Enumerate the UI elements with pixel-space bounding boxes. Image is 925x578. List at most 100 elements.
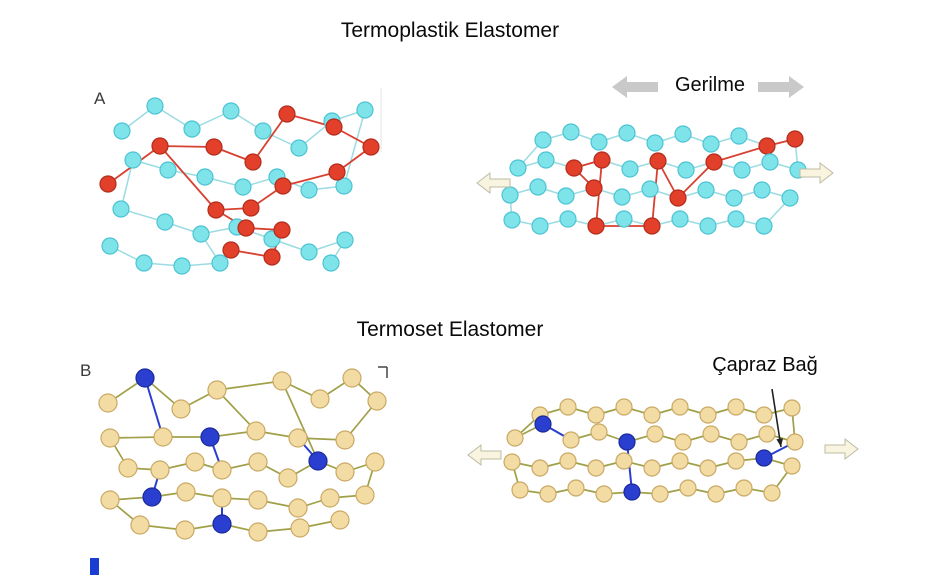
monomer-bead: [651, 485, 669, 503]
monomer-bead: [758, 425, 776, 443]
monomer-bead: [362, 138, 380, 156]
chain-link: [281, 380, 319, 462]
monomer-bead: [615, 210, 633, 228]
monomer-bead: [135, 368, 155, 388]
monomer-bead: [175, 520, 195, 540]
monomer-bead: [99, 175, 117, 193]
monomer-bead: [735, 479, 753, 497]
monomer-bead: [674, 125, 692, 143]
monomer-bead: [320, 488, 340, 508]
monomer-bead: [273, 221, 291, 239]
monomer-bead: [755, 217, 773, 235]
monomer-bead: [786, 433, 804, 451]
monomer-bead: [176, 482, 196, 502]
stretch-direction-arrow-icon: [612, 76, 658, 98]
monomer-bead: [534, 131, 552, 149]
monomer-bead: [671, 398, 689, 416]
monomer-bead: [173, 257, 191, 275]
monomer-bead: [100, 428, 120, 448]
monomer-bead: [727, 452, 745, 470]
monomer-bead: [755, 406, 773, 424]
thermoplastic-stretched-network: [501, 123, 807, 235]
monomer-bead: [753, 181, 771, 199]
monomer-bead: [356, 101, 374, 119]
monomer-bead: [781, 189, 799, 207]
crosslink-label: Çapraz Bağ: [712, 354, 818, 376]
monomer-bead: [587, 406, 605, 424]
monomer-bead: [593, 151, 611, 169]
monomer-bead: [212, 460, 232, 480]
monomer-bead: [207, 380, 227, 400]
chain-link: [144, 377, 164, 438]
monomer-bead: [618, 124, 636, 142]
chain-link: [159, 145, 215, 148]
monomer-bead: [342, 368, 362, 388]
monomer-bead: [242, 199, 260, 217]
monomer-bead: [151, 137, 169, 155]
monomer-bead: [263, 248, 281, 266]
monomer-bead: [758, 137, 776, 155]
monomer-bead: [649, 152, 667, 170]
monomer-bead: [153, 427, 173, 447]
stretch-label: Gerilme: [674, 74, 745, 96]
monomer-bead: [707, 485, 725, 503]
crosslink-pointer-head: [776, 438, 784, 447]
monomer-bead: [727, 398, 745, 416]
monomer-bead: [702, 135, 720, 153]
chain-link: [159, 145, 217, 211]
monomer-bead: [529, 178, 547, 196]
monomer-bead: [595, 485, 613, 503]
monomer-bead: [534, 415, 552, 433]
monomer-bead: [330, 510, 350, 530]
monomer-bead: [100, 490, 120, 510]
monomer-bead: [98, 393, 118, 413]
monomer-bead: [783, 399, 801, 417]
monomer-bead: [101, 237, 119, 255]
monomer-bead: [761, 153, 779, 171]
chain-link: [252, 113, 288, 163]
blue-corner-artifact: [90, 558, 99, 575]
monomer-bead: [565, 159, 583, 177]
monomer-bead: [559, 210, 577, 228]
monomer-bead: [503, 453, 521, 471]
pull-arrow-icon: [467, 443, 502, 467]
monomer-bead: [587, 459, 605, 477]
monomer-bead: [278, 105, 296, 123]
monomer-bead: [212, 514, 232, 534]
monomer-bead: [355, 485, 375, 505]
monomer-bead: [679, 479, 697, 497]
monomer-bead: [615, 452, 633, 470]
monomer-bead: [671, 210, 689, 228]
monomer-bead: [248, 522, 268, 542]
monomer-bead: [248, 490, 268, 510]
monomer-bead: [288, 428, 308, 448]
monomer-bead: [783, 457, 801, 475]
monomer-bead: [205, 138, 223, 156]
monomer-bead: [643, 459, 661, 477]
monomer-bead: [142, 487, 162, 507]
monomer-bead: [786, 130, 804, 148]
monomer-bead: [699, 217, 717, 235]
pull-arrow-icon: [799, 161, 834, 185]
monomer-bead: [730, 127, 748, 145]
monomer-bead: [248, 452, 268, 472]
monomer-bead: [246, 421, 266, 441]
monomer-bead: [308, 451, 328, 471]
stretch-direction-arrow-icon: [758, 76, 804, 98]
monomer-bead: [727, 210, 745, 228]
monomer-bead: [531, 217, 549, 235]
monomer-bead: [118, 458, 138, 478]
monomer-bead: [511, 481, 529, 499]
monomer-bead: [539, 485, 557, 503]
monomer-bead: [159, 161, 177, 179]
monomer-bead: [310, 389, 330, 409]
monomer-bead: [643, 406, 661, 424]
monomer-bead: [559, 452, 577, 470]
monomer-bead: [185, 452, 205, 472]
monomer-bead: [272, 371, 292, 391]
monomer-bead: [755, 449, 773, 467]
monomer-bead: [699, 406, 717, 424]
pull-arrow-icon: [824, 437, 859, 461]
monomer-bead: [590, 133, 608, 151]
monomer-bead: [237, 219, 255, 237]
